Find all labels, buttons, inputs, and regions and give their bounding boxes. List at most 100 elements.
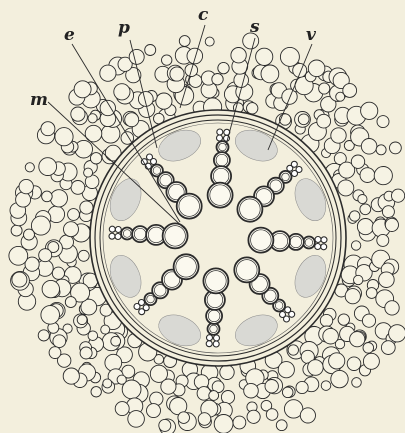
protoxylem-cell <box>321 237 327 243</box>
cortex-cell <box>319 83 330 94</box>
cortex-cell <box>178 412 190 424</box>
cortex-cell <box>282 387 293 398</box>
cortex-cell <box>19 179 33 193</box>
protoxylem-cell <box>115 234 121 240</box>
cortex-cell <box>320 314 332 326</box>
cortex-cell <box>390 142 402 154</box>
metaxylem-vessel <box>174 254 199 279</box>
cortex-cell <box>103 379 112 388</box>
cortex-cell <box>362 314 375 327</box>
cortex-cell <box>187 48 203 64</box>
cortex-cell <box>198 413 211 426</box>
cortex-cell <box>352 378 362 388</box>
label-p: p <box>118 18 130 38</box>
protoxylem-cell <box>109 226 115 232</box>
cortex-cell <box>360 168 375 183</box>
cortex-cell <box>363 353 379 369</box>
cortex-cell <box>41 306 60 325</box>
cortex-cell <box>244 383 259 398</box>
cortex-cell <box>24 229 35 240</box>
cortex-cell <box>321 381 331 391</box>
cortex-cell <box>317 114 331 128</box>
cortex-cell <box>331 128 346 143</box>
cortex-cell <box>366 288 377 299</box>
cortex-cell <box>71 107 85 121</box>
cortex-cell <box>234 73 249 88</box>
cortex-cell <box>91 387 101 397</box>
cortex-cell <box>351 155 364 168</box>
label-v: v <box>306 25 317 45</box>
cortex-cell <box>361 102 378 119</box>
protoxylem-cell <box>321 244 327 250</box>
cortex-cell <box>205 37 214 46</box>
cortex-cell <box>84 168 93 177</box>
cortex-cell <box>212 74 223 85</box>
cortex-cell <box>41 122 55 136</box>
cortex-cell <box>128 411 145 428</box>
protoxylem-cell <box>280 312 286 318</box>
cortex-cell <box>392 189 405 202</box>
cortex-cell <box>357 219 373 235</box>
cortex-cell <box>197 387 211 401</box>
cortex-cell <box>105 354 122 371</box>
cortex-cell <box>280 47 299 66</box>
protoxylem-cell <box>207 335 213 341</box>
cortex-cell <box>218 62 229 73</box>
cortex-cell <box>361 139 377 155</box>
metaxylem-vessel <box>234 257 259 282</box>
cortex-cell <box>55 128 73 146</box>
metaxylem-vessel <box>163 223 188 248</box>
label-c: c <box>198 5 209 25</box>
cortex-cell <box>389 325 405 342</box>
cortex-cell <box>159 419 171 431</box>
cortex-cell <box>42 280 59 297</box>
protoxylem-cell <box>217 129 223 135</box>
cortex-cell <box>145 45 156 56</box>
cortex-cell <box>354 275 363 284</box>
cortex-cell <box>360 204 371 215</box>
cortex-cell <box>350 332 365 347</box>
protoxylem-cell <box>217 135 223 141</box>
cortex-cell <box>220 365 234 379</box>
metaxylem-vessel <box>237 197 262 222</box>
protoxylem-cell <box>213 341 219 347</box>
cortex-cell <box>68 209 80 221</box>
cortex-cell <box>278 362 294 378</box>
protoxylem-cell <box>206 341 212 347</box>
cortex-cell <box>385 218 398 231</box>
cortex-cell <box>221 391 234 404</box>
cortex-cell <box>298 114 309 125</box>
protoxylem-cell <box>214 335 220 341</box>
metaxylem-vessel <box>208 183 233 208</box>
cortex-cell <box>117 375 126 384</box>
label-e: e <box>64 25 75 45</box>
cortex-cell <box>266 409 278 421</box>
cortex-cell <box>101 325 110 334</box>
cortex-cell <box>363 343 374 354</box>
metaxylem-vessel <box>248 228 273 253</box>
metaxylem-vessel <box>203 268 228 293</box>
label-s: s <box>249 17 260 37</box>
cortex-cell <box>100 65 116 81</box>
cortex-cell <box>347 357 361 371</box>
cortex-cell <box>53 335 66 348</box>
protoxylem-cell <box>139 300 145 306</box>
protoxylem-cell <box>109 233 115 239</box>
cortex-cell <box>39 249 52 262</box>
cortex-cell <box>300 408 315 423</box>
cortex-cell <box>382 206 394 218</box>
cortex-cell <box>345 289 360 304</box>
cortex-cell <box>74 81 91 98</box>
cortex-cell <box>64 222 79 237</box>
cortex-cell <box>80 347 92 359</box>
cortex-cell <box>25 163 34 172</box>
cortex-cell <box>63 368 79 384</box>
cortex-cell <box>276 420 287 431</box>
cortex-cell <box>261 65 279 83</box>
cortex-cell <box>351 241 360 250</box>
cortex-cell <box>265 380 278 393</box>
cortex-cell <box>52 267 64 279</box>
cortex-cell <box>308 60 325 77</box>
